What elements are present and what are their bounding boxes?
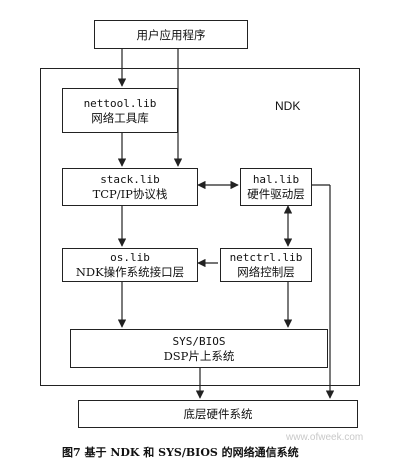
netctrl-lib: netctrl.lib (229, 251, 303, 264)
watermark: www.ofweek.com (286, 432, 364, 443)
netctrl-box: netctrl.lib 网络控制层 (220, 248, 312, 282)
sysbios-desc: DSP片上系统 (163, 348, 235, 363)
figure-caption: 图7 基于 NDK 和 SYS/BIOS 的网络通信系统 (62, 446, 299, 459)
hardware-label: 底层硬件系统 (183, 407, 253, 421)
nettool-box: nettool.lib 网络工具库 (62, 88, 178, 133)
hal-box: hal.lib 硬件驱动层 (240, 168, 312, 206)
sysbios-lib: SYS/BIOS (172, 334, 226, 348)
os-box: os.lib NDK操作系统接口层 (62, 248, 198, 282)
os-desc: NDK操作系统接口层 (75, 265, 185, 279)
os-lib: os.lib (110, 251, 150, 264)
hal-lib: hal.lib (252, 173, 300, 186)
hal-desc: 硬件驱动层 (247, 187, 305, 201)
nettool-lib: nettool.lib (83, 96, 157, 110)
stack-desc: TCP/IP协议栈 (92, 187, 168, 201)
sysbios-box: SYS/BIOS DSP片上系统 (70, 329, 328, 368)
netctrl-desc: 网络控制层 (237, 265, 295, 279)
user-application-box: 用户应用程序 (94, 20, 248, 49)
nettool-desc: 网络工具库 (91, 110, 149, 125)
hardware-box: 底层硬件系统 (78, 400, 358, 428)
ndk-label: NDK (275, 99, 301, 113)
stack-lib: stack.lib (100, 173, 160, 186)
user-application-label: 用户应用程序 (136, 27, 206, 42)
stack-box: stack.lib TCP/IP协议栈 (62, 168, 198, 206)
